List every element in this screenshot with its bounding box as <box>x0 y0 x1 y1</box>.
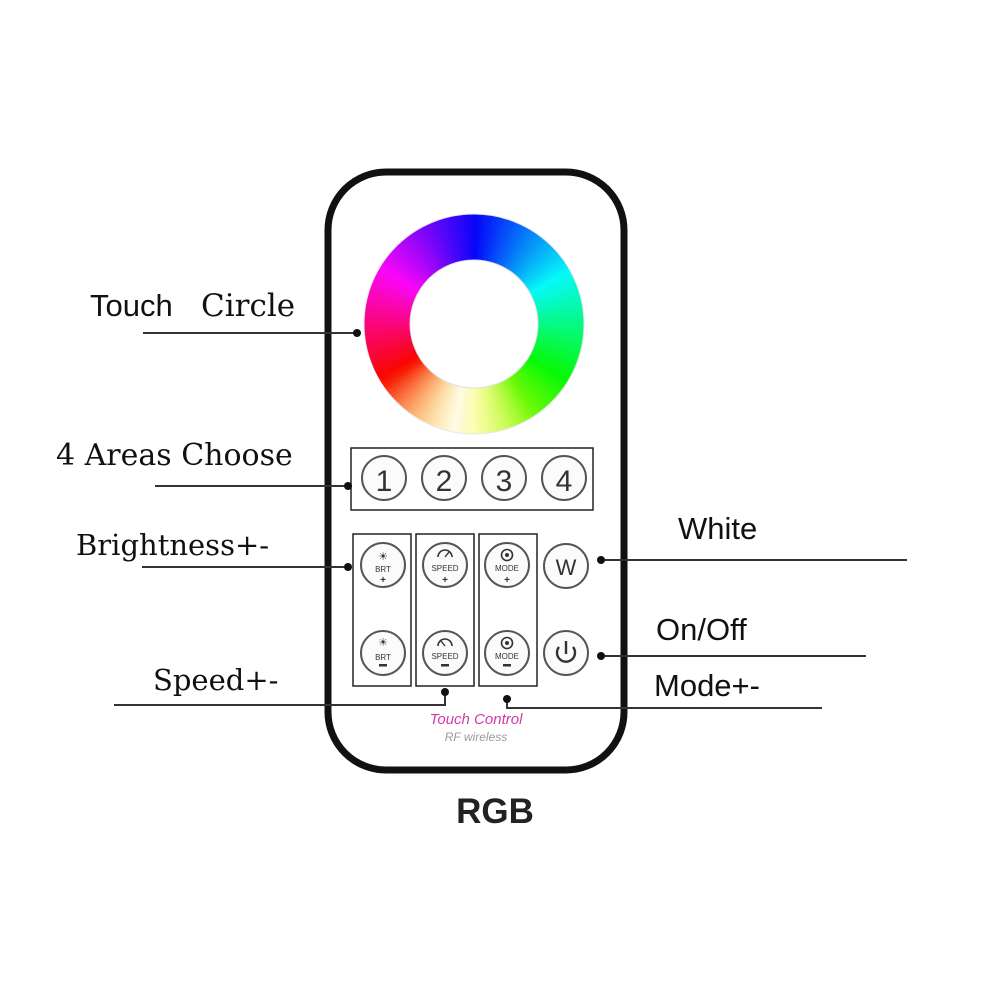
minus-icon <box>441 664 449 667</box>
speed-up-label: SPEED <box>431 564 458 573</box>
label-brightness: Brightness+- <box>76 528 269 562</box>
label-onoff: On/Off <box>656 612 747 647</box>
zone-button-1[interactable]: 1 <box>362 456 406 500</box>
zone-label-2: 2 <box>436 465 453 498</box>
mode-up-button[interactable]: MODE + <box>485 543 529 587</box>
label-speed: Speed+- <box>153 663 278 697</box>
brand-rf-wireless: RF wireless <box>445 730 507 744</box>
zone-button-4[interactable]: 4 <box>542 456 586 500</box>
speed-down-button[interactable]: SPEED <box>423 631 467 675</box>
plus-icon: + <box>442 575 448 586</box>
brt-up-label: BRT <box>375 565 391 574</box>
minus-icon <box>503 664 511 667</box>
mode-down-button[interactable]: MODE <box>485 631 529 675</box>
white-button[interactable]: W <box>544 544 588 588</box>
zone-label-3: 3 <box>496 465 513 498</box>
brt-down-label: BRT <box>375 653 391 662</box>
label-touch: Touch <box>90 288 173 323</box>
brand-touch-control: Touch Control <box>430 711 524 728</box>
white-button-label: W <box>556 555 577 580</box>
label-areas: 4 Areas Choose <box>56 438 293 473</box>
speed-down-label: SPEED <box>431 652 458 661</box>
sun-icon: ☀ <box>378 551 388 563</box>
zone-label-4: 4 <box>556 465 573 498</box>
zone-label-1: 1 <box>376 465 393 498</box>
brightness-down-button[interactable]: ☀ BRT <box>361 631 405 675</box>
zone-button-3[interactable]: 3 <box>482 456 526 500</box>
mode-up-label: MODE <box>495 564 519 573</box>
plus-icon: + <box>380 575 386 586</box>
label-mode: Mode+- <box>654 668 760 703</box>
speed-up-button[interactable]: SPEED + <box>423 543 467 587</box>
zone-button-2[interactable]: 2 <box>422 456 466 500</box>
label-white: White <box>678 511 757 546</box>
diagram-title: RGB <box>456 792 534 831</box>
label-circle: Circle <box>201 288 295 324</box>
power-button[interactable] <box>544 631 588 675</box>
mode-down-label: MODE <box>495 652 519 661</box>
brightness-up-button[interactable]: ☀ BRT + <box>361 543 405 587</box>
minus-icon <box>379 664 387 667</box>
plus-icon: + <box>504 575 510 586</box>
sun-icon: ☀ <box>378 637 388 649</box>
